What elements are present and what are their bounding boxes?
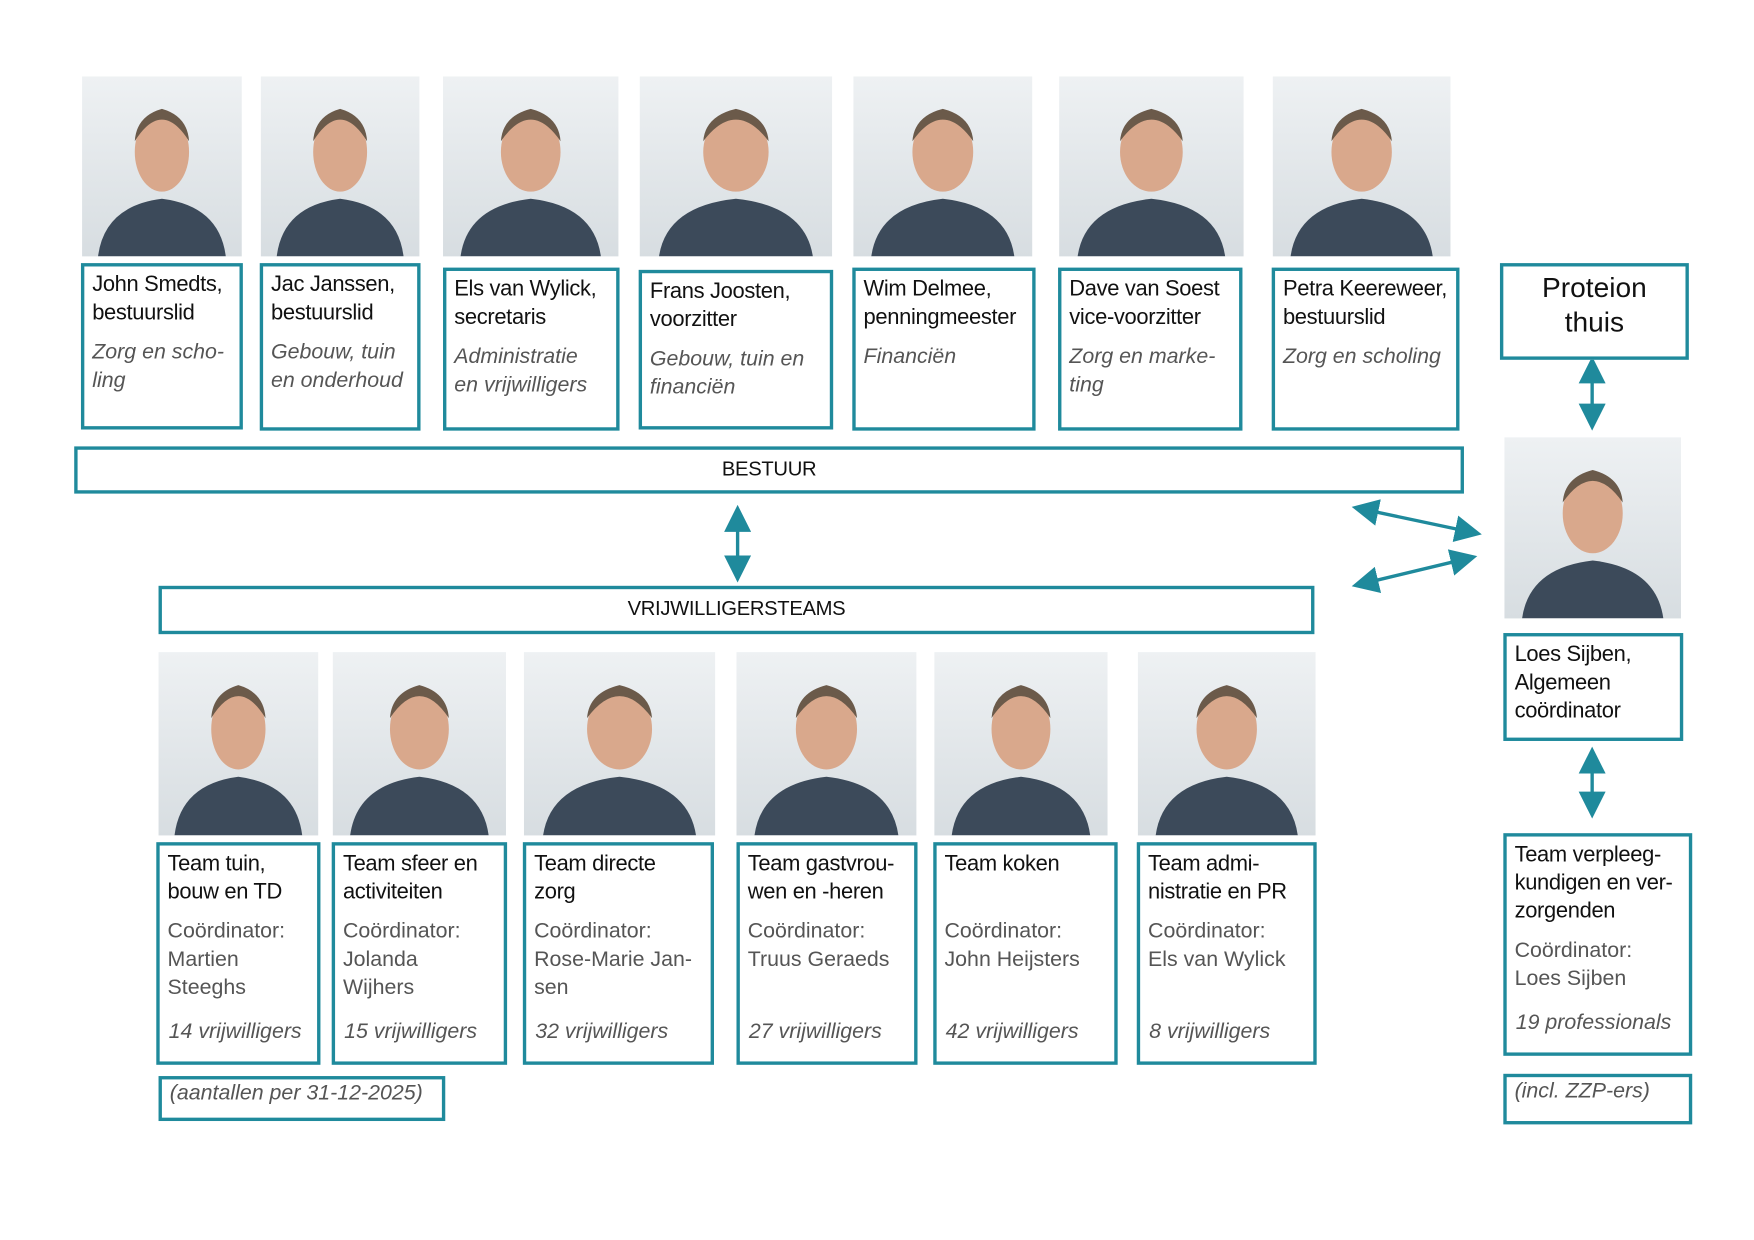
team-volunteer-count: 8 vrijwilligers xyxy=(1149,1019,1271,1044)
board-member-photo xyxy=(1272,76,1451,257)
coordinator-name: Loes Sijben, Algemeen coördinator xyxy=(1514,642,1632,723)
counts-note: (aantallen per 31-12-2025) xyxy=(158,1076,446,1122)
volunteer-team-card: Team admi- nistratie en PR Coördinator: E… xyxy=(1136,842,1317,1065)
bestuur-bar: BESTUUR xyxy=(74,446,1464,494)
arrow-vrijwilligers-coordinator xyxy=(1351,549,1478,594)
board-member-photo xyxy=(1059,76,1244,257)
coordinator-photo xyxy=(1504,437,1681,619)
proteion-thuis-box: Proteion thuis xyxy=(1499,263,1689,360)
board-member-photo xyxy=(443,76,619,257)
nursing-note: (incl. ZZP-ers) xyxy=(1503,1073,1693,1125)
team-name: Team admi- nistratie en PR xyxy=(1148,851,1287,905)
board-member-portfolio: Gebouw, tuin en onderhoud xyxy=(270,340,403,393)
team-coordinator-photo xyxy=(158,652,319,836)
board-member-photo xyxy=(260,76,420,257)
team-name: Team sfeer en activiteiten xyxy=(342,851,478,905)
nursing-team-coordinator: Coördinator: Loes Sijben xyxy=(1514,938,1633,991)
board-member-portfolio: Zorg en scholing xyxy=(1282,345,1441,369)
volunteer-team-card: Team tuin, bouw en TD Coördinator: Martie… xyxy=(156,842,321,1065)
team-volunteer-count: 15 vrijwilligers xyxy=(344,1019,478,1044)
team-volunteer-count: 27 vrijwilligers xyxy=(748,1019,882,1044)
team-name: Team directe zorg xyxy=(534,851,656,905)
team-volunteer-count: 32 vrijwilligers xyxy=(535,1019,669,1044)
board-member-portfolio: Financiën xyxy=(863,345,957,369)
board-member-photo xyxy=(853,76,1033,257)
board-member-photo xyxy=(639,76,833,257)
team-coordinator-photo xyxy=(1137,652,1316,836)
board-member-portfolio: Administratie en vrijwilligers xyxy=(454,345,588,397)
nursing-team-name: Team verpleeg- kundigen en ver- zorgende… xyxy=(1514,842,1673,924)
arrow-bestuur-coordinator xyxy=(1351,499,1482,542)
board-member-name: Dave van Soest vice-voorzitter xyxy=(1069,276,1220,330)
team-coordinator-photo xyxy=(934,652,1108,836)
team-coordinator-photo xyxy=(523,652,716,836)
board-member-portfolio: Gebouw, tuin en financiën xyxy=(649,347,805,400)
board-member-name: Petra Keereweer, bestuurslid xyxy=(1282,276,1447,330)
team-volunteer-count: 14 vrijwilligers xyxy=(168,1019,302,1044)
vrijwilligersteams-bar: VRIJWILLIGERSTEAMS xyxy=(158,585,1315,635)
board-member-name: Wim Delmee, penningmeester xyxy=(863,276,1017,330)
team-coordinator-photo xyxy=(332,652,506,836)
board-member-name: Frans Joosten, voorzitter xyxy=(649,278,791,332)
team-name: Team koken xyxy=(944,851,1060,876)
team-coordinator: Coördinator: Truus Geraeds xyxy=(747,919,890,972)
team-coordinator: Coördinator: Martien Steeghs xyxy=(167,919,286,1000)
nursing-team-count: 19 professionals xyxy=(1515,1010,1672,1035)
team-coordinator: Coördinator: Rose-Marie Jan- sen xyxy=(534,919,692,1000)
team-coordinator: Coördinator: Jolanda Wijhers xyxy=(342,919,461,1000)
nursing-team-box: Team verpleeg- kundigen en ver- zorgende… xyxy=(1503,833,1693,1056)
team-name: Team tuin, bouw en TD xyxy=(167,851,283,905)
team-volunteer-count: 42 vrijwilligers xyxy=(945,1019,1079,1044)
coordinator-box: Loes Sijben, Algemeen coördinator xyxy=(1503,633,1684,741)
board-member-name: Els van Wylick, secretaris xyxy=(454,276,597,330)
board-member-photo xyxy=(82,76,242,257)
team-name: Team gastvrou- wen en -heren xyxy=(747,851,895,905)
team-coordinator: Coördinator: Els van Wylick xyxy=(1148,919,1286,972)
board-member-name: Jac Janssen, bestuurslid xyxy=(270,272,395,325)
board-member-portfolio: Zorg en marke- ting xyxy=(1069,345,1216,397)
board-member-name: John Smedts, bestuurslid xyxy=(92,272,223,325)
team-coordinator: Coördinator: John Heijsters xyxy=(944,919,1080,972)
board-member-portfolio: Zorg en scho- ling xyxy=(92,340,225,393)
team-coordinator-photo xyxy=(736,652,917,836)
